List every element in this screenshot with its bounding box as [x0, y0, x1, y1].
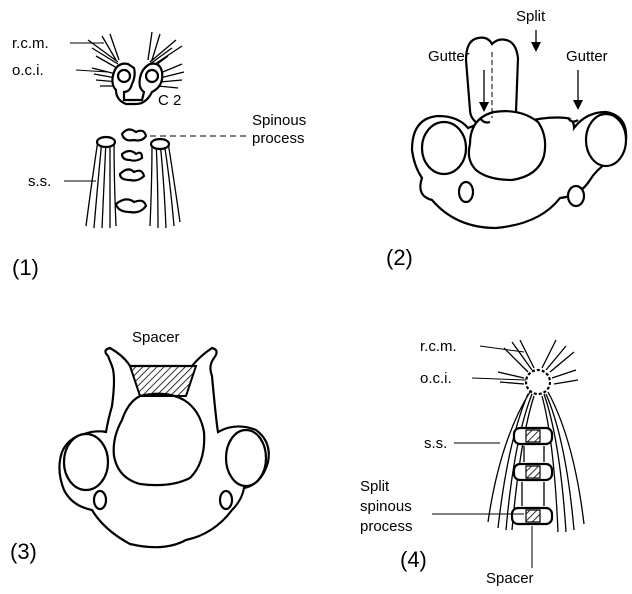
rcm-label-1: r.c.m. [12, 35, 49, 52]
c2-left-facet [118, 70, 130, 82]
ss-muscle-left [86, 137, 116, 228]
spinous-tip-3 [120, 169, 144, 180]
panel-3-number: (3) [10, 540, 37, 564]
process-label: process [252, 130, 305, 147]
panel-4-drawing [432, 340, 584, 568]
split-spinous-line-1: Split [360, 478, 389, 495]
panel-1-drawing [64, 32, 248, 228]
spacer-3 [130, 366, 196, 396]
rcm-muscle-4 [504, 340, 574, 372]
vertebra-2-canal [469, 111, 545, 180]
c2-label: C 2 [158, 92, 181, 109]
spinous-tip-4 [116, 199, 146, 212]
rcm-label-4: r.c.m. [420, 338, 457, 355]
ss-label-4: s.s. [424, 435, 447, 452]
vertebra-3-canal [114, 394, 205, 485]
vertebra-3-left-foramen [94, 491, 106, 509]
panel-3-drawing [59, 348, 268, 547]
spacer-label-4: Spacer [486, 570, 534, 587]
split-spinous-line-3: process [360, 518, 413, 535]
panel-4-number: (4) [400, 548, 427, 572]
leader-oci-4 [472, 378, 526, 380]
spinous-label: Spinous [252, 112, 306, 129]
vertebra-3-left-facet [64, 434, 108, 490]
spacer-label-3: Spacer [132, 329, 180, 346]
vertebra-2-left-foramen [459, 182, 473, 202]
split-spinous-line-2: spinous [360, 498, 412, 515]
vertebra-3-right-foramen [220, 491, 232, 509]
c2-right-facet [146, 70, 158, 82]
gutter-right-label: Gutter [566, 48, 608, 65]
panel-2-number: (2) [386, 246, 413, 270]
arrow-gutter-right [573, 70, 583, 110]
spinous-tip-2 [122, 151, 142, 161]
arrow-split [531, 30, 541, 52]
vertebra-2-right-foramen [568, 186, 584, 206]
c2-spinous-4 [526, 370, 550, 394]
vertebra-2-left-facet [422, 122, 466, 174]
gutter-left-label: Gutter [428, 48, 470, 65]
ss-muscle-right [150, 139, 180, 228]
oci-label-1: o.c.i. [12, 62, 44, 79]
vertebra-2-right-facet [586, 114, 626, 166]
oci-label-4: o.c.i. [420, 370, 452, 387]
gutter-right-mark [568, 118, 578, 122]
vertebra-3-right-facet [226, 430, 266, 486]
panel-1-number: (1) [12, 256, 39, 280]
spinous-tip-1 [122, 129, 146, 140]
split-label: Split [516, 8, 545, 25]
ss-label-1: s.s. [28, 173, 51, 190]
rcm-muscle-left [88, 34, 119, 68]
